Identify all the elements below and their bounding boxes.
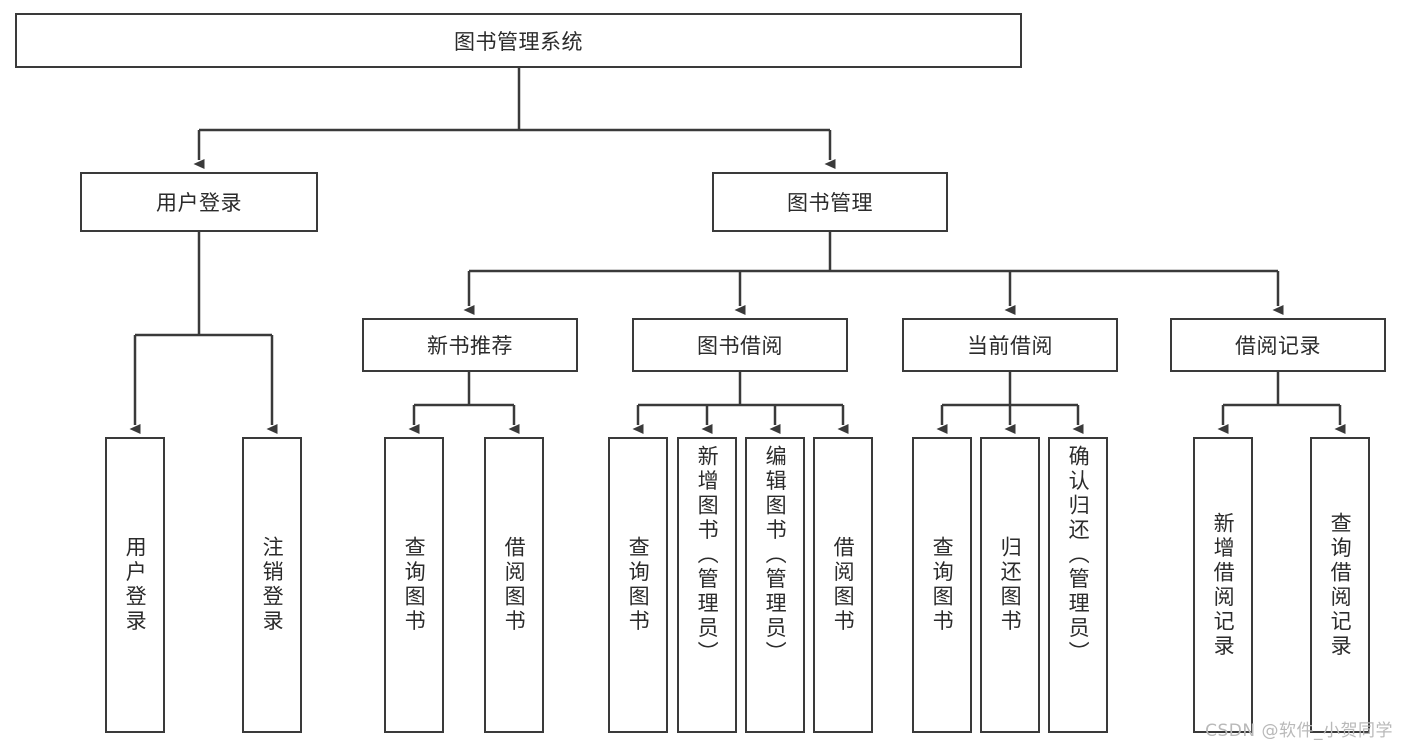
leaf-logout[interactable]: 注销登录 xyxy=(242,437,302,733)
leaf-query-book-2[interactable]: 查询图书 xyxy=(608,437,668,733)
node-new-book-recommend[interactable]: 新书推荐 xyxy=(362,318,578,372)
node-label: 用户登录 xyxy=(156,191,242,215)
node-label: 当前借阅 xyxy=(967,334,1053,358)
leaf-borrow-book-1[interactable]: 借阅图书 xyxy=(484,437,544,733)
node-label: 图书借阅 xyxy=(697,334,783,358)
watermark-text: CSDN @软件_小贺同学 xyxy=(1205,721,1393,741)
node-label: 新增图书（管理员） xyxy=(695,445,720,666)
leaf-add-record[interactable]: 新增借阅记录 xyxy=(1193,437,1253,733)
node-label: 查询图书 xyxy=(402,536,427,634)
leaf-query-record[interactable]: 查询借阅记录 xyxy=(1310,437,1370,733)
node-label: 查询借阅记录 xyxy=(1328,511,1353,659)
leaf-user-login[interactable]: 用户登录 xyxy=(105,437,165,733)
node-label: 借阅图书 xyxy=(831,536,856,634)
node-label: 新书推荐 xyxy=(427,334,513,358)
node-label: 图书管理系统 xyxy=(454,29,583,54)
node-book-manage[interactable]: 图书管理 xyxy=(712,172,948,232)
node-user-login[interactable]: 用户登录 xyxy=(80,172,318,232)
leaf-edit-book[interactable]: 编辑图书（管理员） xyxy=(745,437,805,733)
node-label: 查询图书 xyxy=(626,536,651,634)
node-label: 注销登录 xyxy=(260,536,285,634)
leaf-add-book[interactable]: 新增图书（管理员） xyxy=(677,437,737,733)
node-label: 确认归还（管理员） xyxy=(1066,445,1091,666)
leaf-confirm-return[interactable]: 确认归还（管理员） xyxy=(1048,437,1108,733)
leaf-query-book-1[interactable]: 查询图书 xyxy=(384,437,444,733)
node-current-borrow[interactable]: 当前借阅 xyxy=(902,318,1118,372)
node-book-borrow[interactable]: 图书借阅 xyxy=(632,318,848,372)
leaf-return-book[interactable]: 归还图书 xyxy=(980,437,1040,733)
leaf-query-book-3[interactable]: 查询图书 xyxy=(912,437,972,733)
node-label: 新增借阅记录 xyxy=(1211,511,1236,659)
node-root[interactable]: 图书管理系统 xyxy=(15,13,1022,68)
node-borrow-record[interactable]: 借阅记录 xyxy=(1170,318,1386,372)
node-label: 查询图书 xyxy=(930,536,955,634)
node-label: 借阅记录 xyxy=(1235,334,1321,358)
leaf-borrow-book-2[interactable]: 借阅图书 xyxy=(813,437,873,733)
node-label: 用户登录 xyxy=(123,536,148,634)
node-label: 图书管理 xyxy=(787,191,873,215)
node-label: 借阅图书 xyxy=(502,536,527,634)
node-label: 归还图书 xyxy=(998,536,1023,634)
node-label: 编辑图书（管理员） xyxy=(763,445,788,666)
